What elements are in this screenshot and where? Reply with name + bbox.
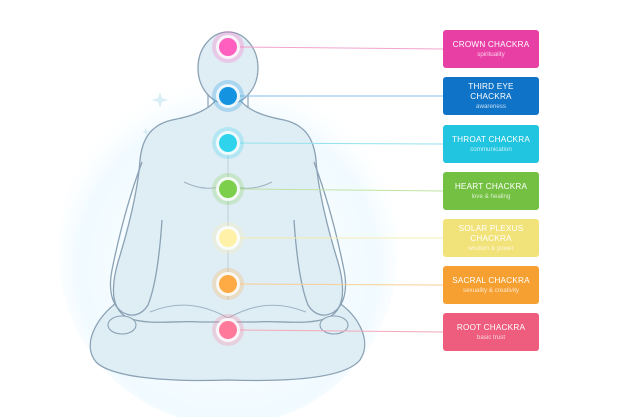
chakra-subtitle: communication xyxy=(470,145,512,153)
connector-line-sacral xyxy=(237,283,444,286)
figure-right-arm xyxy=(293,161,347,316)
connector-line-throat xyxy=(237,142,444,145)
chakra-card-root: ROOT CHACKRA basic trust xyxy=(443,313,539,351)
chakra-title: HEART CHACKRA xyxy=(454,181,528,191)
chakra-card-throat: THROAT CHACKRA communication xyxy=(443,125,539,163)
chakra-subtitle: love & healing xyxy=(471,192,511,200)
chakra-title: CROWN CHACKRA xyxy=(452,39,530,49)
connector-line-heart xyxy=(237,188,444,192)
chakra-dot-heart xyxy=(219,180,237,198)
chakra-subtitle: awareness xyxy=(476,102,506,110)
chakra-dot-root xyxy=(219,321,237,339)
chakra-title: THIRD EYE CHACKRA xyxy=(468,81,514,101)
chakra-title: SOLAR PLEXUS CHACKRA xyxy=(458,223,524,243)
chakra-subtitle: wisdom & power xyxy=(468,244,514,252)
chakra-subtitle: sexuality & creativity xyxy=(462,286,520,294)
chakra-dot-third-eye xyxy=(219,87,237,105)
chakra-dot-throat xyxy=(219,134,237,152)
chakra-dot-crown xyxy=(219,38,237,56)
chakra-card-heart: HEART CHACKRA love & healing xyxy=(443,172,539,210)
chakra-title: SACRAL CHACKRA xyxy=(452,275,530,285)
chakra-card-sacral: SACRAL CHACKRA sexuality & creativity xyxy=(443,266,539,304)
chakra-title: THROAT CHACKRA xyxy=(451,134,530,144)
sparkle-icon xyxy=(142,128,150,136)
chakra-card-crown: CROWN CHACKRA spirituality xyxy=(443,30,539,68)
chakra-dot-solar-plexus xyxy=(219,229,237,247)
chakra-title: ROOT CHACKRA xyxy=(456,322,526,332)
chakra-subtitle: basic trust xyxy=(476,333,506,341)
figure-left-arm xyxy=(109,161,163,316)
connector-line-root xyxy=(237,329,444,333)
sparkle-icon xyxy=(152,92,168,108)
sparkle-icon xyxy=(173,118,183,128)
connector-line-crown xyxy=(237,46,444,50)
chakra-dot-sacral xyxy=(219,275,237,293)
chakra-subtitle: spirituality xyxy=(477,50,505,58)
chakra-card-solar-plexus: SOLAR PLEXUS CHACKRA wisdom & power xyxy=(443,219,539,257)
chakra-card-third-eye: THIRD EYE CHACKRA awareness xyxy=(443,77,539,115)
